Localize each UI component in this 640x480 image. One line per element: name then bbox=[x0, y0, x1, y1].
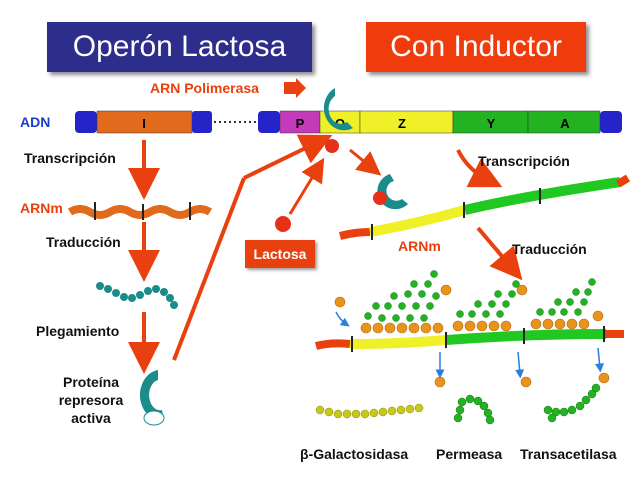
label-right-transcription: Transcripción bbox=[478, 153, 570, 169]
title-con-inductor: Con Inductor bbox=[366, 22, 586, 72]
label-product-permeasa: Permeasa bbox=[436, 446, 503, 462]
ribosomes bbox=[334, 284, 610, 388]
label-gene-i: I bbox=[142, 116, 146, 131]
release-arrows bbox=[335, 311, 605, 379]
label-right-mrna: ARNm bbox=[398, 238, 441, 254]
mrna-translating bbox=[314, 326, 624, 352]
dna-end-p bbox=[258, 111, 280, 133]
label-protein-line2: represora bbox=[58, 392, 124, 408]
label-right-translation: Traducción bbox=[512, 241, 587, 257]
lactosa-box: Lactosa bbox=[245, 240, 315, 268]
arrow-repressor-to-operator bbox=[243, 134, 333, 180]
arrow-lactose-binding bbox=[288, 157, 325, 215]
repressor-inactive bbox=[373, 174, 408, 210]
label-gene-z: Z bbox=[398, 116, 406, 131]
protein-transacetilasa bbox=[543, 383, 601, 423]
label-gene-o: O bbox=[335, 116, 345, 131]
title-operon-lactosa: Operón Lactosa bbox=[47, 22, 312, 72]
dna-strand-left bbox=[75, 110, 256, 134]
label-gene-a: A bbox=[560, 116, 570, 131]
dna-end-left bbox=[75, 111, 97, 133]
label-adn: ADN bbox=[20, 114, 51, 130]
lactose-molecule bbox=[275, 216, 291, 232]
dna-end-i bbox=[192, 111, 212, 133]
label-protein-line1: Proteína bbox=[62, 374, 119, 390]
arrow-right-transcription bbox=[456, 149, 503, 188]
label-left-mrna: ARNm bbox=[20, 200, 63, 216]
nascent-peptides bbox=[364, 270, 596, 322]
lactose-bound bbox=[325, 139, 339, 153]
label-gene-y: Y bbox=[487, 116, 496, 131]
label-product-transacetilasa: Transacetilasa bbox=[520, 446, 617, 462]
label-active-repressor: Proteína represora activa bbox=[56, 373, 126, 427]
repressor-active bbox=[139, 370, 165, 426]
arrow-right-translation bbox=[476, 226, 523, 281]
label-folding: Plegamiento bbox=[36, 323, 120, 339]
dna-end-right bbox=[600, 111, 622, 133]
label-left-transcription: Transcripción bbox=[24, 150, 116, 166]
gene-z bbox=[359, 110, 454, 134]
polypeptide-repressor bbox=[96, 282, 178, 309]
rna-polymerase-arrow bbox=[284, 78, 306, 98]
mrna-left bbox=[67, 205, 213, 219]
label-product-beta-galactosidasa: β-Galactosidasa bbox=[300, 446, 409, 462]
protein-permeasa bbox=[453, 394, 495, 425]
label-left-translation: Traducción bbox=[46, 234, 121, 250]
label-protein-line3: activa bbox=[71, 410, 111, 426]
label-rna-polymerase: ARN Polimerasa bbox=[150, 80, 259, 96]
arrow-release bbox=[349, 148, 382, 176]
mrna-right bbox=[338, 174, 631, 240]
label-gene-p: P bbox=[296, 116, 305, 131]
protein-beta-galactosidasa bbox=[315, 403, 424, 419]
